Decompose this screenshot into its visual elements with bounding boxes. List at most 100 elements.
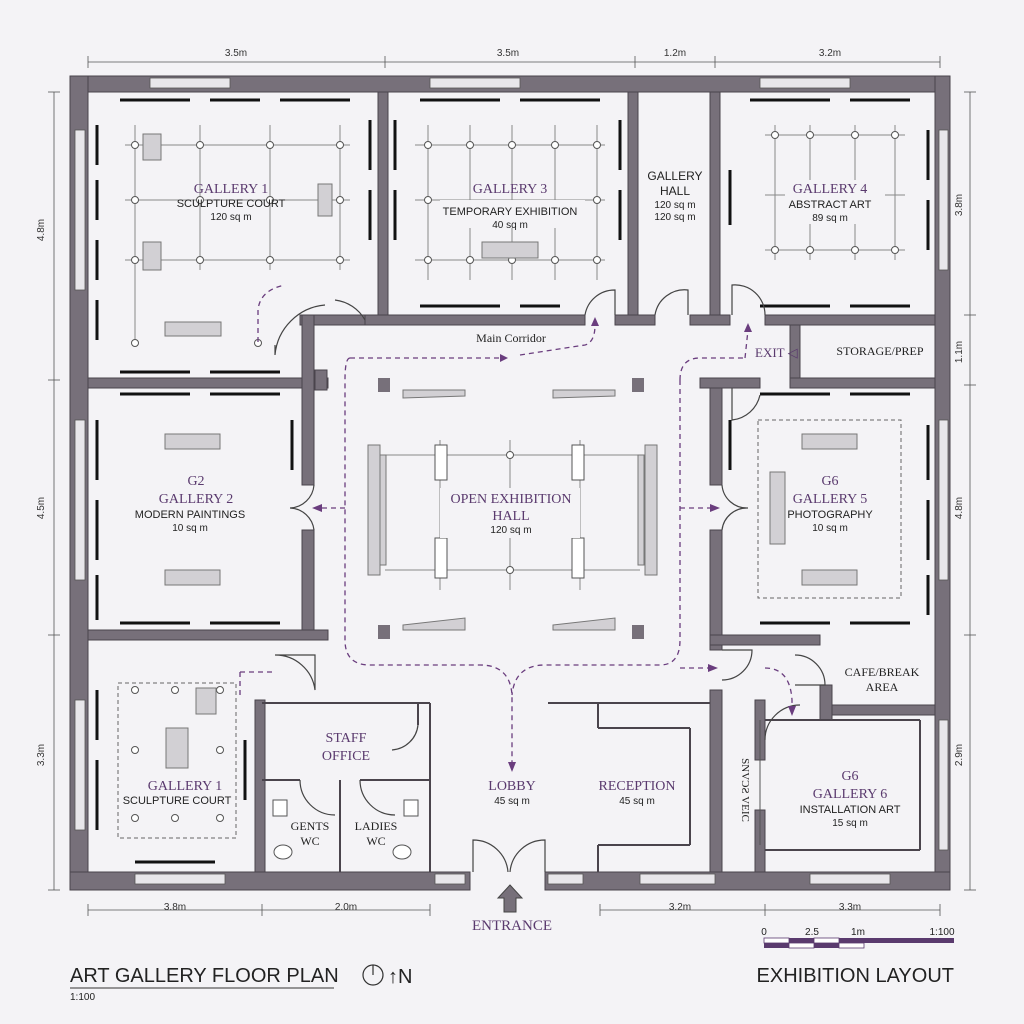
dim-bottom-3: 3.2m [669,902,691,913]
room-subtitle: SCULPTURE COURT [123,795,232,807]
open-exhibition-hall: OPEN EXHIBITION HALL 120 sq m [367,378,658,639]
room-title: LOBBY [488,779,535,794]
dim-right-3: 4.8m [954,497,965,519]
plinth [317,183,333,217]
door-swing [731,388,761,421]
display-panel [637,454,645,566]
room-area: 120 sq m [490,525,531,536]
door-swing [654,289,689,316]
room-title-line2: WC [366,834,385,848]
bench [769,471,786,545]
dim-top-3: 1.2m [664,48,686,59]
room-area: 120 sq m [654,200,695,211]
gallery-2: G2 GALLERY 2 MODERN PAINTINGS 10 sq m [135,433,245,586]
dim-bottom-2: 2.0m [335,902,357,913]
room-area: 10 sq m [812,523,848,534]
entrance-door [509,839,546,873]
display-panel [379,454,387,566]
bench [164,433,221,450]
bench [481,241,539,259]
sink-icon [403,799,419,817]
bench [164,569,221,586]
display-zone [757,419,902,599]
gallery-4: GALLERY 4 ABSTRACT ART 89 sq m [765,125,905,260]
cafe-area: CAFE/BREAK AREA [845,665,920,694]
gallery-hall: GALLERY HALL 120 sq m 120 sq m [647,169,702,223]
room-area: 10 sq m [172,523,208,534]
room-title: GALLERY 1 [194,182,269,197]
room-title-line1: OPEN EXHIBITION [451,492,572,507]
room-area: 45 sq m [494,796,530,807]
display-zone [117,682,237,839]
door-swing [721,484,749,531]
storage-label: STORAGE/PREP [836,344,923,358]
room-title: GALLERY 6 [813,787,888,802]
room-subtitle: TEMPORARY EXHIBITION [443,206,578,218]
door-swing [731,284,766,316]
dim-bottom-1: 3.8m [164,902,186,913]
room-title: GALLERY 2 [159,492,234,507]
room-title-line2: WC [300,834,319,848]
room-title-line1: STAFF [326,731,367,746]
left-dimensions: 4.8m 4.5m 3.3m [36,91,60,891]
room-title-line2: OFFICE [322,749,370,764]
dim-bottom-4: 3.3m [839,902,861,913]
doors [274,284,826,873]
room-subtitle: MODERN PAINTINGS [135,509,245,521]
room-subtitle: PHOTOGRAPHY [787,509,873,521]
gallery-1-bottom: GALLERY 1 SCULPTURE COURT [117,682,237,839]
arrow-up-icon [496,884,524,913]
room-title: GALLERY 4 [793,182,868,197]
room-area: 15 sq m [832,818,868,829]
ladies-wc: LADIES WC [355,799,419,860]
dim-right-4: 2.9m [954,744,965,766]
visitor-route [239,284,796,772]
room-code: G6 [821,474,838,489]
door-swing [334,299,366,321]
room-area: 89 sq m [812,213,848,224]
top-dimensions: 3.5m 3.5m 1.2m 3.2m [87,48,941,68]
room-title-line1: LADIES [355,819,398,833]
dim-left-2: 4.5m [36,497,47,519]
room-title-line2: AREA [866,680,899,694]
gents-wc: GENTS WC [272,799,329,860]
room-subtitle: ABSTRACT ART [789,199,872,211]
room-title-line1: CAFE/BREAK [845,665,920,679]
room-area: 40 sq m [492,220,528,231]
door-swing [584,289,616,316]
plan-title: ART GALLERY FLOOR PLAN [70,965,339,987]
display-panel [367,444,381,576]
service-corridor: SNVƆƧ VEIC [739,720,761,845]
entrance-label: ENTRANCE [472,918,552,934]
reception: RECEPTION 45 sq m [599,779,676,807]
plinth [165,727,189,769]
service-label: SNVƆƧ VEIC [739,758,751,822]
north-indicator: ↑N [388,966,412,988]
entrance: ENTRANCE [472,884,552,934]
room-title-line2: HALL [660,184,690,198]
exit-label: EXIT ◁ [755,345,798,360]
door-swing [391,724,419,751]
dim-left-3: 3.3m [36,744,47,766]
dim-top-2: 3.5m [497,48,519,59]
scale-tick: 1m [851,927,865,938]
plan-scale: 1:100 [70,992,95,1003]
layout-title: EXHIBITION LAYOUT [757,965,954,987]
door-swing [721,649,753,681]
room-code: G2 [187,474,204,489]
toilet-icon [273,844,293,860]
dim-top-4: 3.2m [819,48,841,59]
interior-walls [87,91,936,873]
room-subtitle: INSTALLATION ART [800,804,901,816]
dim-right-1: 3.8m [954,194,965,216]
bench [801,569,858,586]
dim-left-1: 4.8m [36,219,47,241]
entrance-door [472,839,509,873]
door-swing [764,704,801,741]
room-title: GALLERY 5 [793,492,868,507]
scale-tick: 0 [761,927,767,938]
scale-bar: 0 2.5 1m 1:100 [761,927,955,949]
room-area: 120 sq m [654,212,695,223]
ceiling-grid [125,125,350,347]
door-swing [794,654,826,686]
